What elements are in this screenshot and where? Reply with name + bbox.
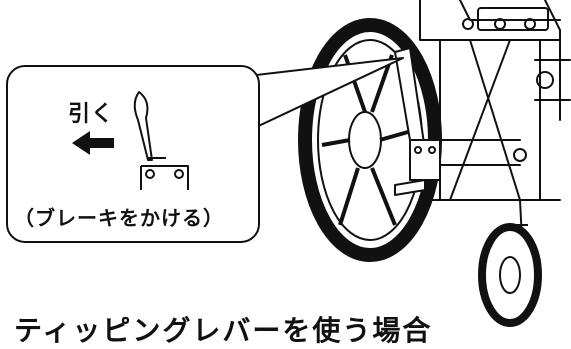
caster-wheel-icon <box>478 199 542 327</box>
section-heading: ティッピングレバーを使う場合 <box>14 314 433 347</box>
brake-caption: （ブレーキをかける） <box>14 206 224 230</box>
callout-box <box>6 65 260 243</box>
wheelchair-frame <box>419 0 571 201</box>
brake-illustration <box>6 0 571 327</box>
brake-lever-icon <box>133 91 189 190</box>
pull-label: 引く <box>68 102 115 127</box>
left-arrow-icon <box>72 131 114 155</box>
wheel-brake-lever <box>394 47 441 196</box>
